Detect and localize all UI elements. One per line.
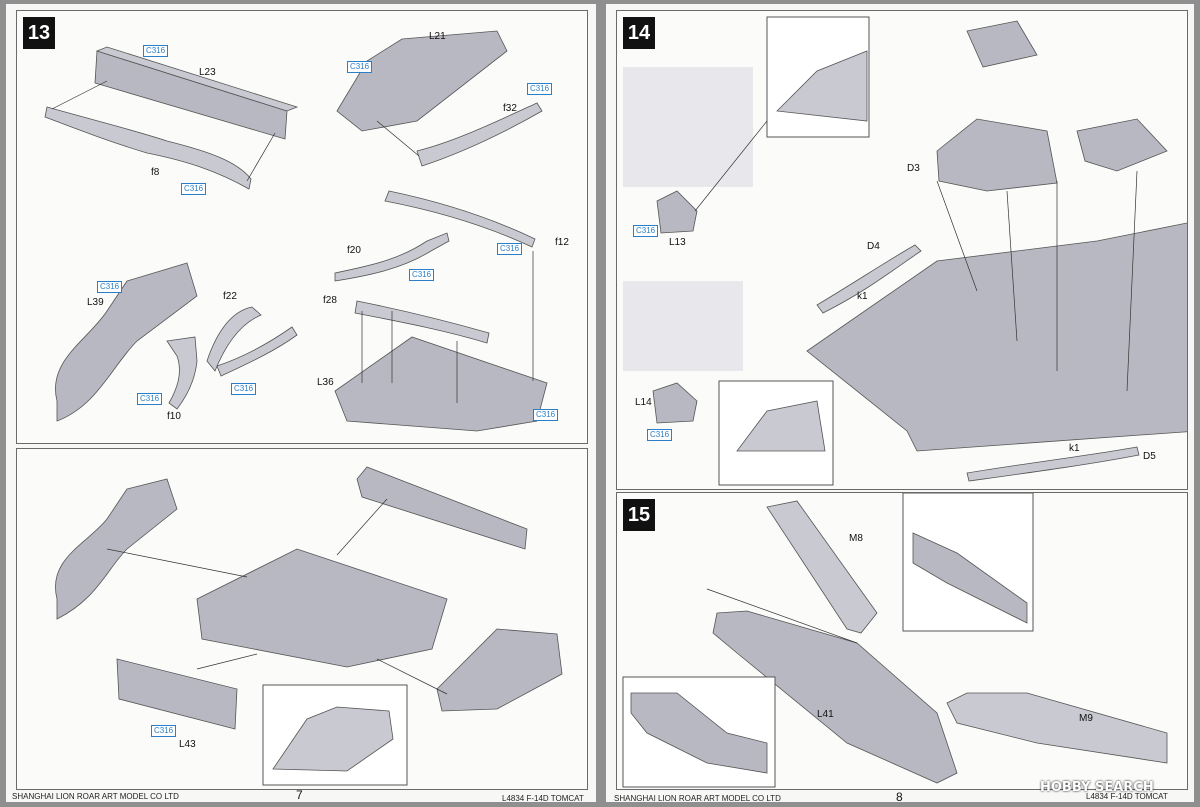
part-d4 — [816, 244, 922, 314]
step-15-panel: 15 M8 L41 M9 — [616, 492, 1188, 790]
label-l43: L43 — [179, 739, 196, 750]
label-l14: L14 — [635, 397, 652, 408]
part-l39-assembled — [55, 478, 178, 620]
label-l39: L39 — [87, 297, 104, 308]
label-f10: f10 — [167, 411, 181, 422]
part-l43 — [116, 658, 238, 730]
label-l21: L21 — [429, 31, 446, 42]
part-d3-top — [966, 20, 1038, 68]
detail-cockpit — [623, 281, 743, 371]
page-number: 8 — [896, 790, 903, 804]
part-f28 — [354, 300, 490, 344]
paint-code: C316 — [647, 429, 673, 441]
part-l13 — [656, 190, 698, 234]
left-page: 13 — [6, 4, 596, 803]
part-detail-hinge — [912, 532, 1028, 624]
part-detail-console — [736, 400, 826, 452]
part-l21 — [336, 30, 508, 132]
label-k1-bottom: k1 — [1069, 443, 1080, 454]
part-l36-assembled — [196, 548, 448, 668]
part-f20 — [334, 232, 450, 282]
part-d3 — [936, 118, 1058, 192]
paint-code: C316 — [497, 243, 523, 255]
part-l36 — [334, 336, 548, 432]
paint-code: C316 — [137, 393, 163, 405]
part-f22 — [206, 306, 262, 372]
step-13-diagram — [44, 30, 548, 432]
paint-code: C316 — [181, 183, 207, 195]
label-m8: M8 — [849, 533, 863, 544]
part-rail-assembled — [356, 466, 528, 550]
step-14-diagram — [623, 16, 1187, 486]
label-d4: D4 — [867, 241, 880, 252]
part-l21-assembled — [436, 628, 563, 712]
paint-code: C316 — [533, 409, 559, 421]
footer-model: L4834 F-14D TOMCAT — [1086, 792, 1168, 801]
part-d5 — [966, 446, 1140, 482]
label-f20: f20 — [347, 245, 361, 256]
part-m8 — [766, 500, 878, 634]
paint-code: C316 — [633, 225, 659, 237]
paint-code: C316 — [151, 725, 177, 737]
part-l21-detail — [272, 706, 394, 772]
paint-code: C316 — [143, 45, 169, 57]
label-l41: L41 — [817, 709, 834, 720]
label-k1-top: k1 — [857, 291, 868, 302]
step-13-assembly-diagram — [55, 466, 563, 786]
part-f22-strip — [216, 326, 298, 377]
part-l23-top — [95, 46, 299, 112]
paint-code: C316 — [97, 281, 123, 293]
part-detail-l41 — [630, 692, 768, 774]
label-m9: M9 — [1079, 713, 1093, 724]
label-l13: L13 — [669, 237, 686, 248]
part-f10 — [166, 336, 198, 410]
part-fuselage — [806, 222, 1187, 452]
detail-nose — [623, 67, 753, 187]
right-page: 14 L13 — [606, 4, 1194, 804]
part-f32 — [416, 102, 543, 167]
label-d3: D3 — [907, 163, 920, 174]
label-l23: L23 — [199, 67, 216, 78]
label-l36: L36 — [317, 377, 334, 388]
step-13-assembly-panel: L43 C316 — [16, 448, 588, 790]
footer-model: L4834 F-14D TOMCAT — [502, 794, 584, 803]
label-f32: f32 — [503, 103, 517, 114]
step-15-diagram — [622, 493, 1168, 788]
step-14-badge: 14 — [623, 17, 655, 49]
paint-code: C316 — [527, 83, 553, 95]
part-m9 — [946, 692, 1168, 764]
part-detail-fuselage — [776, 50, 868, 122]
label-f8: f8 — [151, 167, 160, 178]
part-l39 — [55, 262, 198, 422]
step-13-badge: 13 — [23, 17, 55, 49]
label-f28: f28 — [323, 295, 337, 306]
paint-code: C316 — [409, 269, 435, 281]
part-f8 — [44, 106, 252, 190]
footer-company: SHANGHAI LION ROAR ART MODEL CO LTD — [12, 792, 179, 801]
label-d5: D5 — [1143, 451, 1156, 462]
step-15-badge: 15 — [623, 499, 655, 531]
footer-company: SHANGHAI LION ROAR ART MODEL CO LTD — [614, 794, 781, 803]
page-number: 7 — [296, 788, 303, 802]
label-f22: f22 — [223, 291, 237, 302]
part-l41 — [712, 610, 958, 784]
part-l14 — [652, 382, 698, 424]
step-14-panel: 14 L13 — [616, 10, 1188, 490]
part-f12 — [384, 190, 536, 248]
paint-code: C316 — [231, 383, 257, 395]
step-13-panel: 13 — [16, 10, 588, 444]
part-side-block — [1076, 118, 1168, 172]
watermark: HOBBY SEARCH — [1040, 780, 1154, 795]
paint-code: C316 — [347, 61, 373, 73]
label-f12: f12 — [555, 237, 569, 248]
